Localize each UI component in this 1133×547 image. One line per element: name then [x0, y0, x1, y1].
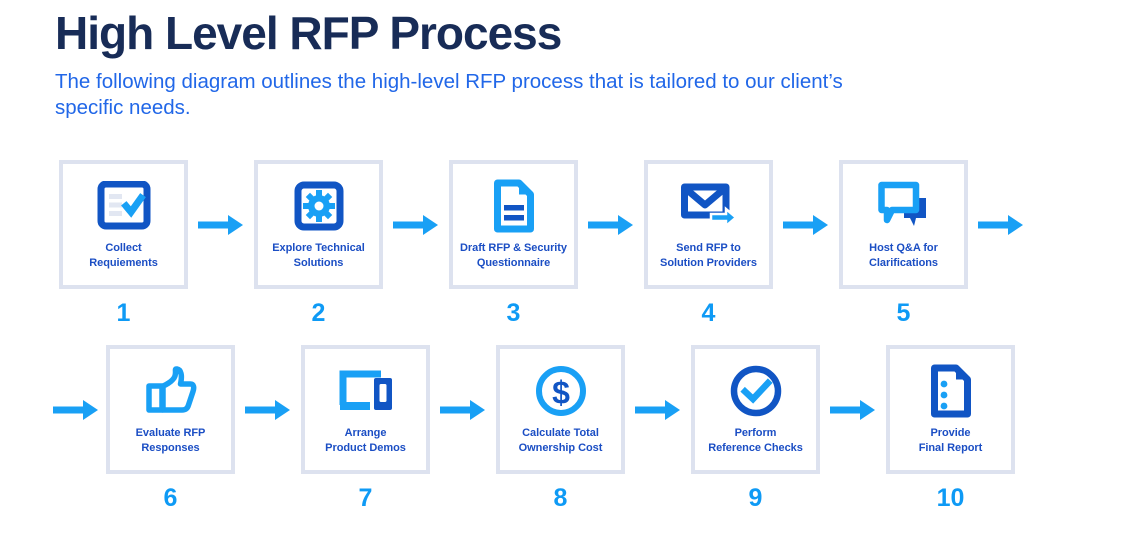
process-card-10[interactable]: Provide Final Report	[886, 345, 1015, 474]
process-step-9[interactable]: Perform Reference Checks 9	[689, 345, 822, 511]
checklist-icon	[97, 177, 151, 235]
process-step-1[interactable]: Collect Requiements 1	[57, 160, 190, 326]
thumbs-up-icon	[145, 362, 197, 420]
page-title: High Level RFP Process	[55, 7, 562, 59]
process-step-number: 7	[358, 484, 373, 512]
arrow-right-icon	[580, 160, 642, 289]
process-card-2[interactable]: Explore Technical Solutions	[254, 160, 383, 289]
process-step-7[interactable]: Arrange Product Demos 7	[299, 345, 432, 511]
process-step-number: 1	[116, 299, 131, 327]
page-subtitle: The following diagram outlines the high-…	[55, 69, 843, 120]
arrow-right-icon	[822, 345, 884, 474]
header: High Level RFP Process The following dia…	[55, 7, 1075, 122]
process-step-number: 6	[163, 484, 178, 512]
process-card-label: Draft RFP & Security Questionnaire	[460, 242, 567, 269]
process-step-10[interactable]: Provide Final Report 10	[884, 345, 1017, 511]
process-step-6[interactable]: Evaluate RFP Responses 6	[104, 345, 237, 511]
process-card-label: Arrange Product Demos	[325, 427, 406, 454]
arrow-right-icon	[627, 345, 689, 474]
gear-box-icon	[294, 177, 344, 235]
arrow-right-icon	[190, 160, 252, 289]
check-circle-icon	[730, 362, 782, 420]
process-step-number: 9	[748, 484, 763, 512]
dollar-circle-icon: $	[535, 362, 587, 420]
process-card-1[interactable]: Collect Requiements	[59, 160, 188, 289]
process-step-4[interactable]: Send RFP to Solution Providers 4	[642, 160, 775, 326]
process-card-3[interactable]: Draft RFP & Security Questionnaire	[449, 160, 578, 289]
devices-icon	[337, 362, 395, 420]
process-card-4[interactable]: Send RFP to Solution Providers	[644, 160, 773, 289]
svg-text:$: $	[552, 375, 570, 411]
process-card-6[interactable]: Evaluate RFP Responses	[106, 345, 235, 474]
process-card-label: Host Q&A for Clarifications	[869, 242, 938, 269]
process-card-label: Send RFP to Solution Providers	[660, 242, 757, 269]
process-card-label: Evaluate RFP Responses	[135, 427, 206, 454]
arrow-right-icon	[432, 345, 494, 474]
process-step-5[interactable]: Host Q&A for Clarifications 5	[837, 160, 970, 326]
process-card-7[interactable]: Arrange Product Demos	[301, 345, 430, 474]
process-step-8[interactable]: $ Calculate Total Ownership Cost 8	[494, 345, 627, 511]
process-card-label: Explore Technical Solutions	[272, 242, 365, 269]
process-card-9[interactable]: Perform Reference Checks	[691, 345, 820, 474]
process-card-label: Perform Reference Checks	[708, 427, 803, 454]
process-card-label: Provide Final Report	[918, 427, 983, 454]
process-step-number: 4	[701, 299, 716, 327]
report-dots-icon	[929, 362, 973, 420]
process-card-8[interactable]: $ Calculate Total Ownership Cost	[496, 345, 625, 474]
process-card-label: Calculate Total Ownership Cost	[518, 427, 603, 454]
chat-bubbles-icon	[876, 177, 932, 235]
arrow-right-icon	[775, 160, 837, 289]
envelope-send-icon	[680, 177, 738, 235]
arrow-right-icon	[970, 160, 1032, 289]
arrow-right-icon	[385, 160, 447, 289]
arrow-right-icon	[47, 345, 104, 474]
process-card-5[interactable]: Host Q&A for Clarifications	[839, 160, 968, 289]
process-step-2[interactable]: Explore Technical Solutions 2	[252, 160, 385, 326]
process-step-number: 8	[553, 484, 568, 512]
process-row-2: Evaluate RFP Responses 6 Arran	[0, 345, 1133, 511]
process-step-number: 2	[311, 299, 326, 327]
process-step-number: 5	[896, 299, 911, 327]
process-row-1: Collect Requiements 1	[0, 160, 1133, 326]
arrow-right-icon	[237, 345, 299, 474]
process-step-3[interactable]: Draft RFP & Security Questionnaire 3	[447, 160, 580, 326]
process-card-label: Collect Requiements	[89, 242, 158, 269]
process-step-number: 10	[936, 484, 965, 512]
process-step-number: 3	[506, 299, 521, 327]
document-lines-icon	[492, 177, 536, 235]
